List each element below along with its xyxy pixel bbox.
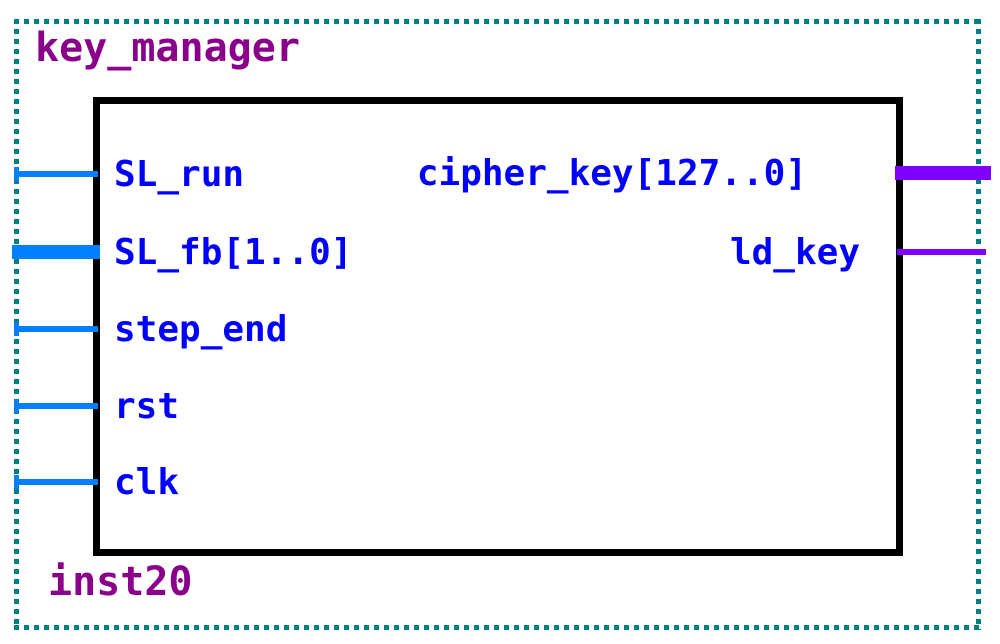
symbol-title: key_manager	[35, 25, 300, 71]
input-port-label-sl-run: SL_run	[114, 154, 245, 195]
output-net-ld-key[interactable]	[897, 249, 986, 255]
selection-frame-top	[14, 19, 981, 24]
selection-frame-right	[976, 19, 981, 630]
output-port-label-ld-key: ld_key	[729, 232, 860, 273]
instance-name-label[interactable]: inst20	[48, 559, 193, 605]
input-net-clk[interactable]	[14, 479, 98, 485]
input-port-label-step-end: step_end	[114, 309, 288, 350]
symbol-block[interactable]	[93, 97, 903, 556]
output-port-label-cipher-key: cipher_key[127..0]	[416, 153, 807, 194]
input-net-sl-run[interactable]	[14, 171, 98, 177]
input-net-step-end[interactable]	[14, 326, 98, 332]
input-bus-sl-fb[interactable]	[12, 245, 100, 259]
output-bus-cipher-key[interactable]	[895, 166, 991, 180]
selection-frame-bottom	[14, 625, 981, 630]
input-net-rst[interactable]	[14, 403, 98, 409]
input-port-label-sl-fb: SL_fb[1..0]	[114, 232, 353, 273]
input-port-label-rst: rst	[114, 386, 180, 427]
input-port-label-clk: clk	[114, 462, 180, 503]
